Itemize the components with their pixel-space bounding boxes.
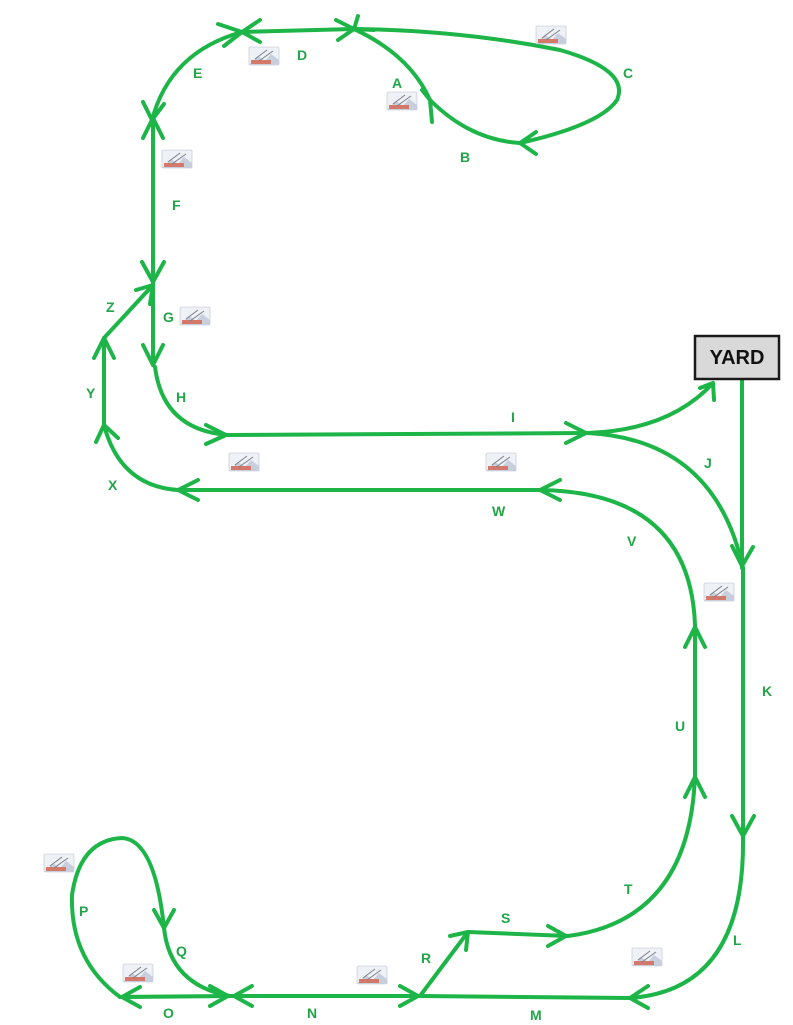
track-x [102, 423, 180, 492]
arrow-h-right [204, 423, 228, 446]
sensor-image-icon [161, 149, 193, 169]
arrow-yard-up [698, 381, 716, 402]
arrow-a-mid [420, 88, 434, 124]
track-q [162, 926, 232, 998]
label-b: B [460, 149, 470, 165]
yard-label: YARD [710, 347, 765, 369]
track-j [586, 431, 745, 570]
track-d [240, 27, 356, 34]
label-r: R [421, 950, 431, 966]
arrow-j-down [730, 544, 755, 568]
track-i [226, 431, 590, 437]
yard-node: YARD [693, 334, 781, 381]
track-s [466, 930, 570, 938]
arrow-y-up [92, 336, 116, 360]
arrow-q-right [208, 984, 230, 1008]
track-e [150, 30, 244, 122]
arrow-a-top [352, 14, 376, 32]
arrow-m-left [628, 984, 650, 1010]
arrow-e-top [216, 22, 244, 48]
track-i-yard [586, 381, 715, 435]
sensor-image-icon [485, 452, 517, 472]
arrow-n-left [232, 984, 254, 1008]
label-d: D [297, 47, 307, 63]
label-f: F [172, 197, 181, 213]
segment-labels: A B C D E F G H I J K L M N O P Q R S T … [79, 47, 772, 1023]
label-v: V [627, 533, 637, 549]
arrow-z-up [134, 283, 155, 306]
track-a [352, 27, 432, 102]
label-w: W [492, 503, 506, 519]
sensor-image-icon [228, 452, 260, 472]
arrowheads [92, 14, 756, 1010]
label-j: J [704, 455, 712, 471]
label-l: L [733, 932, 742, 948]
arrow-x-left [176, 478, 200, 502]
label-x: X [108, 477, 118, 493]
sensor-image-icon [631, 947, 663, 967]
arrow-b [518, 130, 538, 156]
label-m: M [530, 1007, 542, 1023]
sensor-image-icon [179, 306, 211, 326]
track-p [69, 836, 166, 999]
arrow-t-up [683, 775, 707, 799]
sensor-image-icon [356, 965, 388, 985]
arrow-u-up [683, 625, 707, 649]
label-k: K [762, 683, 772, 699]
label-y: Y [86, 385, 96, 401]
arrow-w-left [538, 478, 562, 502]
track-v [538, 488, 697, 627]
track-t [566, 773, 697, 938]
sensor-image-icon [43, 853, 75, 873]
label-o: O [163, 1005, 174, 1021]
track-l [628, 836, 746, 1000]
sensor-image-icon [122, 963, 154, 983]
track-r [418, 930, 470, 998]
label-c: C [623, 65, 633, 81]
arrow-i-right [564, 421, 588, 445]
label-g: G [163, 309, 174, 325]
arrow-f-up [141, 116, 165, 140]
label-s: S [501, 910, 510, 926]
sensor-image-icon [703, 582, 735, 602]
label-z: Z [106, 299, 115, 315]
label-i: I [511, 409, 515, 425]
label-n: N [307, 1005, 317, 1021]
label-q: Q [176, 943, 187, 959]
label-h: H [176, 389, 186, 405]
track-b [428, 98, 522, 145]
track-m [418, 994, 632, 1000]
track-h [153, 365, 230, 437]
arrow-p-down [152, 908, 176, 930]
label-p: P [79, 903, 88, 919]
label-a: A [392, 75, 402, 91]
sensor-icons [43, 25, 735, 985]
arrow-s-right [546, 924, 568, 948]
label-u: U [675, 718, 685, 734]
track-z [102, 283, 155, 340]
arrow-k-down [730, 814, 756, 838]
arrow-n-right [398, 984, 420, 1008]
track-o [118, 994, 234, 999]
yard-box [693, 334, 781, 381]
tracks [69, 27, 746, 1000]
track-c [352, 27, 621, 145]
label-e: E [193, 65, 202, 81]
arrow-r-up [448, 930, 470, 952]
label-t: T [624, 881, 633, 897]
arrow-x-up [94, 423, 120, 444]
arrow-g-down [141, 343, 165, 367]
sensor-image-icon [535, 25, 567, 45]
sensor-image-icon [386, 91, 418, 111]
arrow-f-down [140, 260, 166, 284]
arrow-o-left [120, 985, 142, 1009]
sensor-image-icon [248, 46, 280, 66]
